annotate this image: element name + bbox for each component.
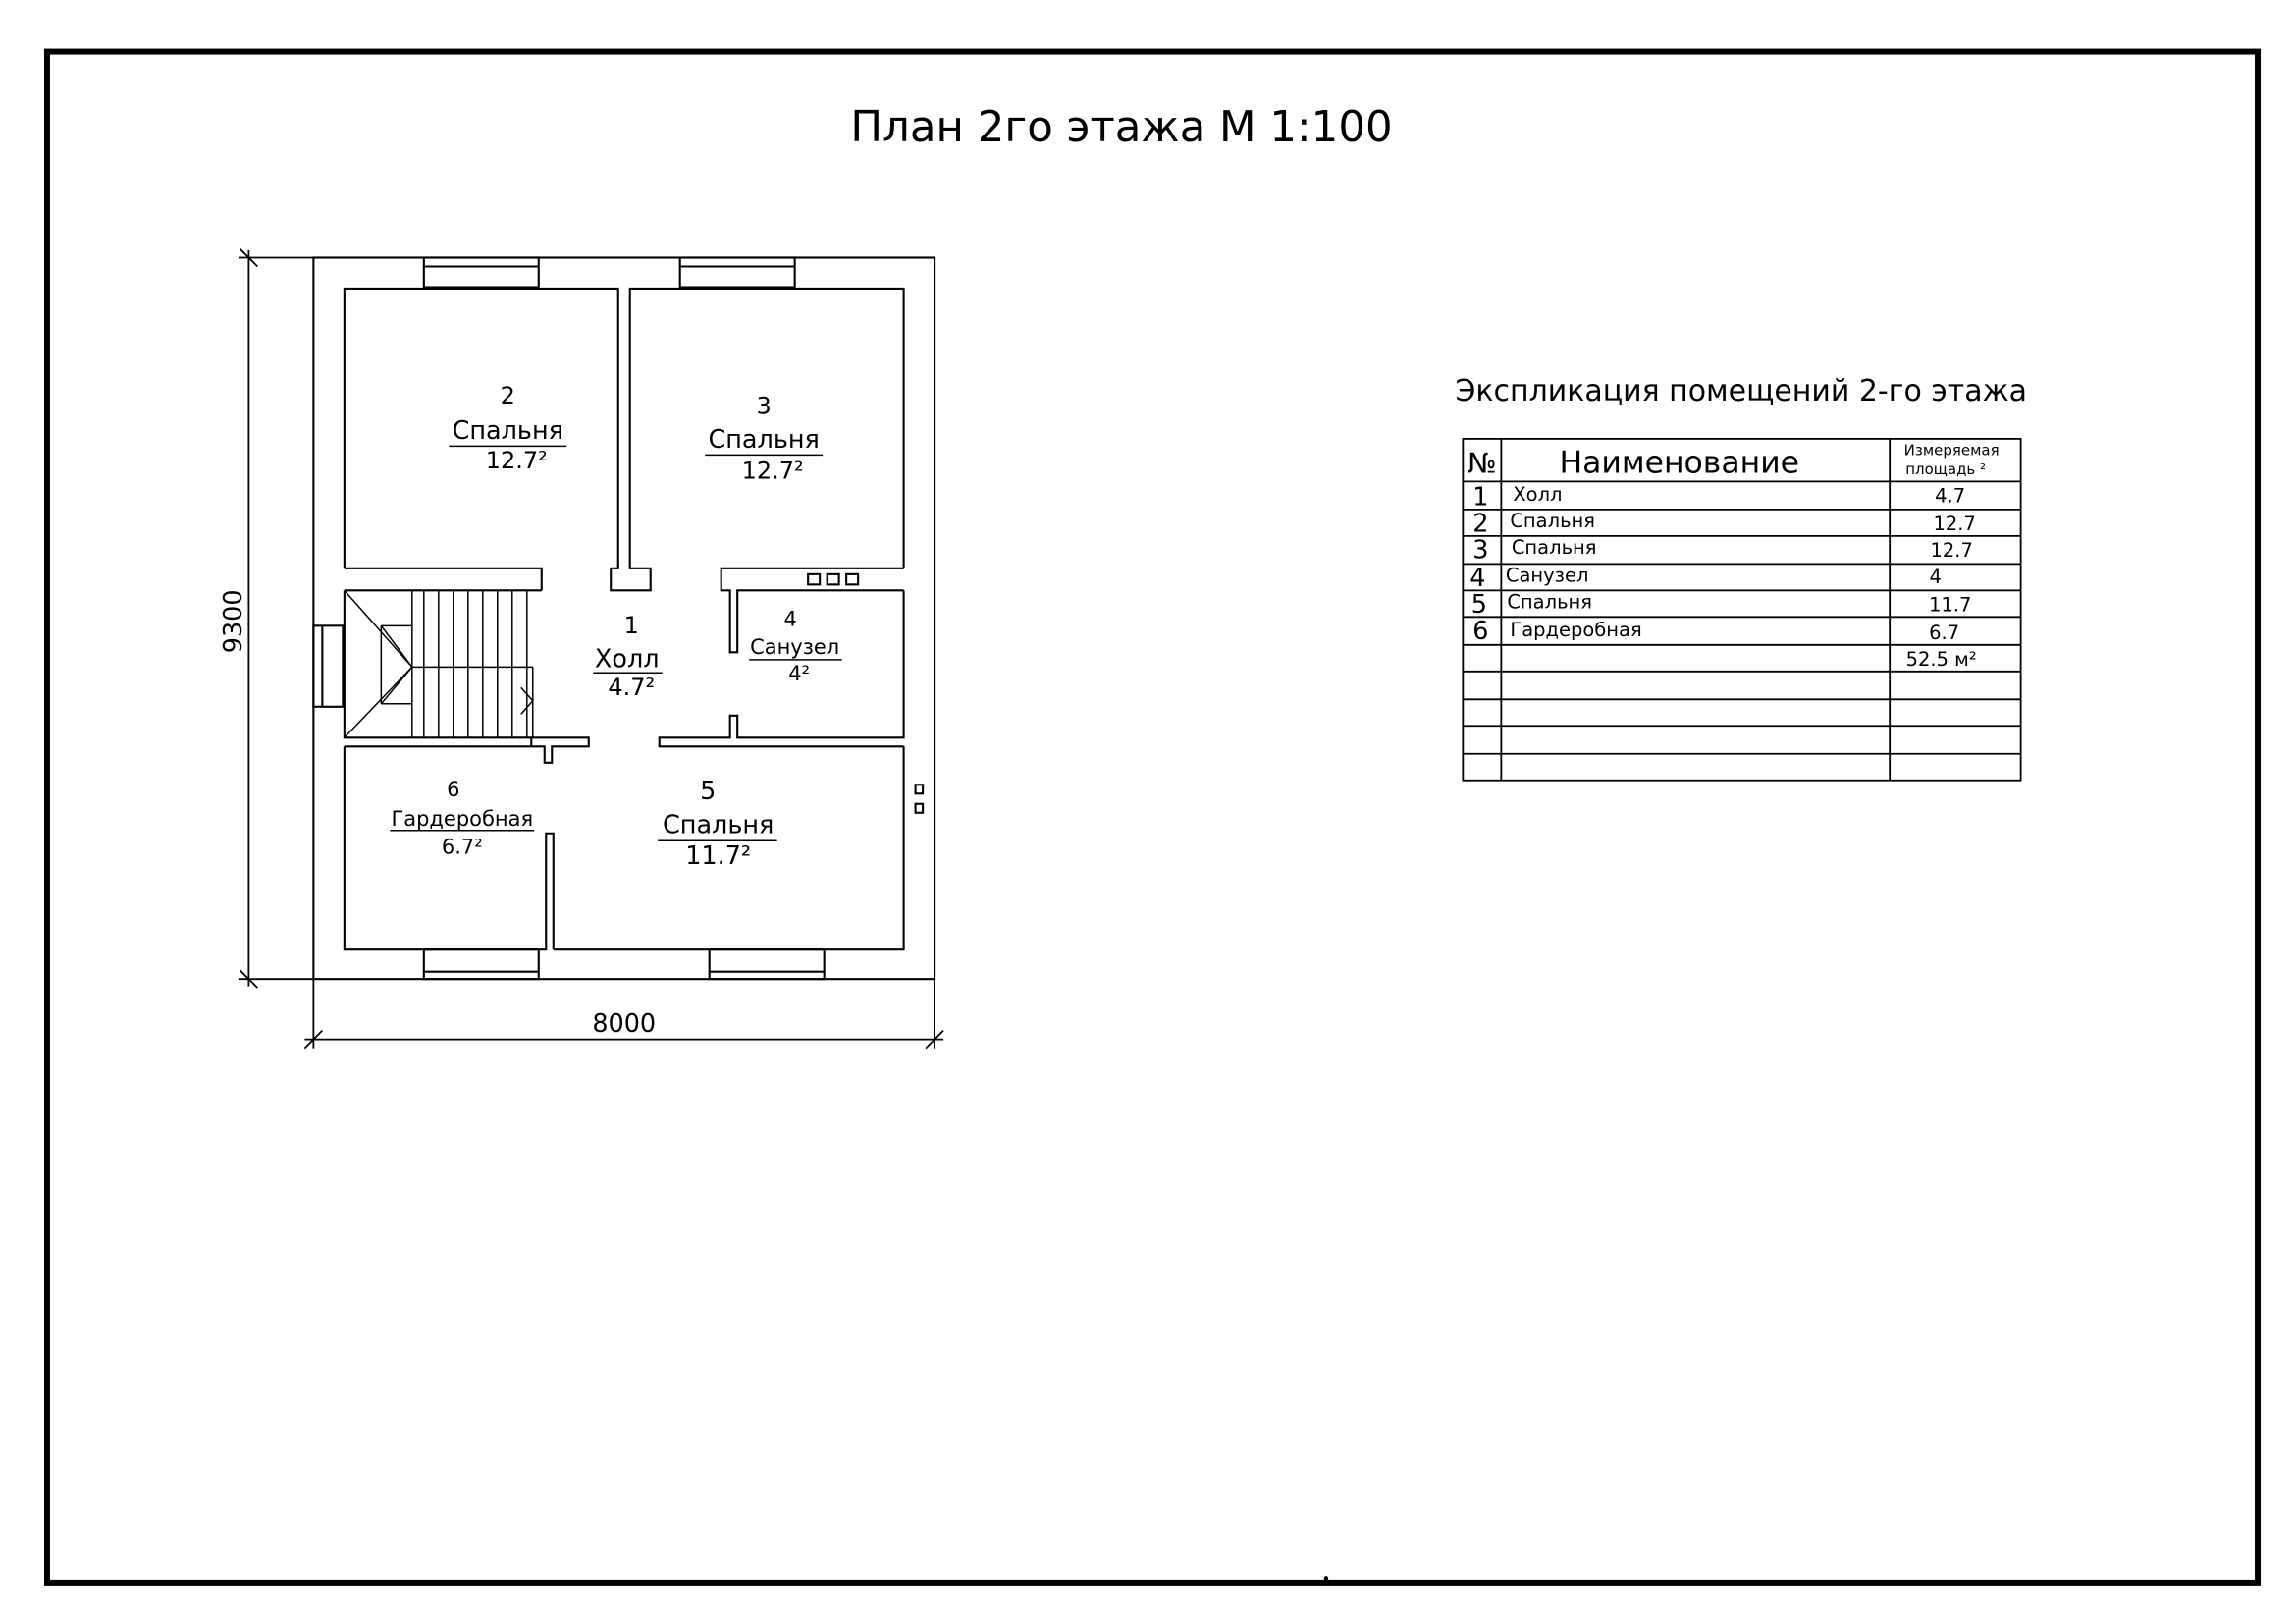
row-area: 12.7 [1930, 539, 1972, 562]
dimension-width: 8000 [592, 1009, 656, 1039]
room-number: 1 [624, 612, 639, 639]
room-6-walls [343, 746, 555, 951]
vent-block [826, 572, 840, 586]
row-area: 4.7 [1935, 484, 1965, 507]
row-area: 12.7 [1933, 513, 1975, 535]
row-num: 3 [1472, 535, 1488, 565]
row-num: 2 [1472, 509, 1488, 538]
row-num: 5 [1471, 590, 1487, 620]
room-area: 6.7² [442, 836, 483, 859]
explication-table [1462, 438, 2022, 782]
room-number: 4 [783, 607, 796, 630]
row-name: Гардеробная [1510, 619, 1641, 641]
vent-block [914, 802, 925, 814]
room-area: 4.7² [608, 674, 655, 701]
room-name: Холл [595, 644, 660, 674]
row-name: Спальня [1512, 536, 1597, 559]
window [422, 948, 540, 981]
explication-rows: 1 Холл 4.7 2 Спальня 12.7 3 Спальня 12.7… [1469, 482, 1976, 670]
room-name: Спальня [663, 811, 774, 840]
header-area: площадь ² [1905, 460, 1986, 478]
room-name: Санузел [750, 635, 839, 659]
row-num: 4 [1469, 564, 1485, 593]
room-number: 6 [447, 778, 459, 801]
room-3-walls [610, 287, 905, 592]
row-name: Холл [1513, 483, 1562, 506]
room-name: Спальня [453, 416, 563, 446]
room-area: 4² [788, 662, 810, 685]
row-name: Санузел [1506, 564, 1589, 586]
room-number: 3 [757, 392, 772, 419]
room-name: Спальня [709, 425, 820, 455]
window [422, 256, 540, 289]
window [312, 624, 345, 708]
row-area: 11.7 [1929, 593, 1971, 616]
page-title: План 2го этажа М 1:100 [850, 103, 1392, 152]
room-name: Гардеробная [391, 807, 533, 831]
window [708, 948, 826, 981]
row-num: 1 [1472, 482, 1488, 512]
row-name: Спальня [1507, 590, 1592, 613]
floor-plan [312, 256, 936, 981]
vent-block [914, 784, 925, 795]
row-area: 4 [1929, 566, 1941, 588]
stair-arrow-icon [520, 686, 534, 715]
vent-block [807, 572, 822, 586]
room-area: 12.7² [486, 447, 548, 474]
row-name: Спальня [1510, 510, 1595, 532]
outer-wall [312, 256, 936, 981]
room-number: 2 [501, 382, 515, 409]
dimension-vertical [238, 247, 314, 989]
vent-block [845, 572, 860, 586]
window [678, 256, 796, 289]
dimension-horizontal [303, 979, 944, 1050]
room-area: 12.7² [742, 457, 804, 484]
dimension-height: 9300 [219, 589, 248, 653]
header-name: Наименование [1559, 445, 1799, 480]
frame-mark [1323, 1576, 1329, 1581]
total-area: 52.5 м² [1906, 648, 1977, 671]
explication-title: Экспликация помещений 2-го этажа [1456, 374, 2027, 408]
room-area: 11.7² [685, 841, 751, 871]
room-5-walls [553, 746, 905, 951]
staircase [344, 589, 534, 738]
explication-header: № Наименование Измеряемая площадь ² [1468, 441, 2000, 480]
room-labels: 2 Спальня 12.7² 3 Спальня 12.7² 1 Холл 4… [390, 382, 842, 871]
header-num: № [1468, 447, 1497, 479]
room-4-walls [658, 590, 905, 748]
room-2-walls [343, 287, 619, 591]
header-area: Измеряемая [1904, 441, 2000, 459]
row-num: 6 [1472, 617, 1488, 646]
sheet-frame [43, 48, 2262, 1586]
room-number: 5 [700, 777, 716, 806]
row-area: 6.7 [1929, 622, 1959, 644]
